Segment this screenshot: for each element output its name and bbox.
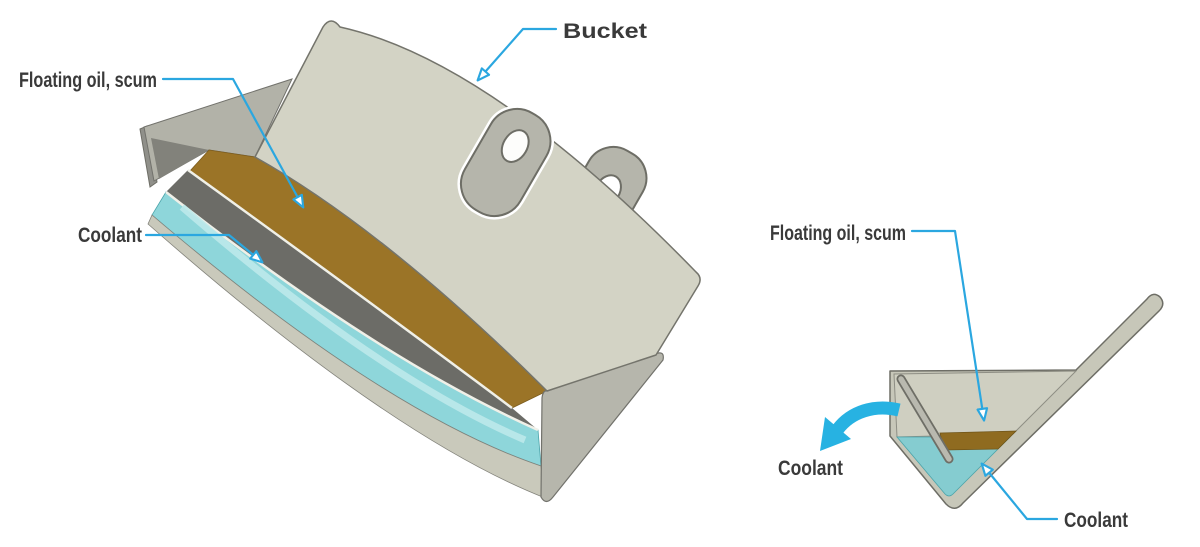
label-coolant-flow: Coolant (778, 457, 843, 480)
trough-end-cap (540, 352, 664, 503)
trough-left-end-shadow (151, 138, 209, 179)
leader-bucket (476, 27, 558, 82)
coolant-flow-arrow-head (820, 417, 851, 451)
label-floating-oil-right: Floating oil, scum (770, 222, 906, 245)
seam-oil-divider (187, 168, 513, 410)
coolant-pool (896, 436, 1011, 497)
mounting-lug-front (457, 105, 554, 220)
label-bucket: Bucket (563, 20, 647, 43)
isometric-bucket-view: Floating oil, scum Coolant Bucket (19, 20, 701, 503)
baffle-plate (898, 376, 952, 462)
mounting-lug-front-hole (500, 129, 530, 163)
leader-floating-oil-right (910, 229, 989, 422)
leader-coolant-right (980, 462, 1059, 521)
cross-section-view: Floating oil, scum Coolant Coolant (770, 222, 1164, 532)
label-coolant-left: Coolant (78, 224, 142, 247)
coolant-flow-arrow-shaft (832, 401, 901, 434)
label-coolant-right: Coolant (1064, 509, 1128, 532)
label-floating-oil-left: Floating oil, scum (19, 69, 157, 92)
divider-plate (166, 170, 538, 430)
leader-floating-oil-left (161, 77, 305, 209)
leader-coolant-left (144, 233, 264, 264)
coolant-highlight (179, 204, 527, 444)
